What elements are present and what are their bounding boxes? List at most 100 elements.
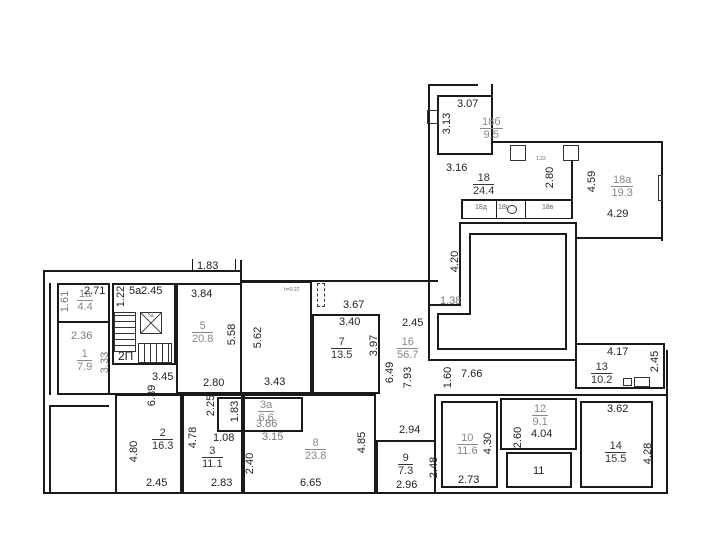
tick-6-top-r	[235, 259, 236, 271]
dim-8-w2: 6.65	[300, 477, 322, 489]
courtyard-inner-top	[469, 233, 567, 235]
dim-7-w2: 3.40	[339, 316, 361, 328]
dim-9-w2: 2.96	[396, 479, 418, 491]
room-id-11: 11	[533, 465, 545, 477]
dim-5a-w: 2.45	[141, 285, 163, 297]
room-3	[182, 394, 243, 494]
note-h: h=0.22	[284, 287, 300, 293]
room-5a-stair	[112, 283, 176, 365]
room-id-5a: 5a	[129, 285, 142, 297]
fixture-13b	[634, 377, 650, 387]
room-6	[240, 281, 312, 394]
room-18b	[437, 95, 493, 155]
outer-wall-right	[666, 350, 668, 494]
column-2	[563, 145, 579, 161]
outer-wall-top-left	[43, 270, 240, 272]
dim-8-w1: 3.15	[262, 431, 284, 443]
wall-5-6-top	[240, 260, 242, 282]
courtyard-inner-bottom	[437, 348, 567, 350]
duct-6	[317, 283, 325, 307]
wall-18-18a	[571, 160, 573, 208]
dim-10-w: 2.73	[458, 474, 480, 486]
courtyard-outer-left2	[428, 304, 430, 361]
courtyard-inner-step	[437, 313, 471, 315]
tick-6-top-l	[192, 259, 193, 271]
dim-3-w2: 2.83	[211, 477, 233, 489]
dim-3-h2: 2.25	[205, 394, 218, 417]
dim-16-a: 2.45	[402, 317, 424, 329]
courtyard-outer-step	[428, 304, 461, 306]
dim-1a-h: 1.61	[59, 290, 72, 313]
elevator-label: 5a	[148, 313, 154, 319]
room-3a	[217, 397, 303, 432]
dim-16-g: 1.38	[440, 295, 462, 307]
dim-1-h: 3.33	[99, 351, 112, 374]
room-12	[500, 398, 577, 450]
room-18g: 18г	[498, 204, 509, 211]
dim-16-b: 6.49	[384, 361, 397, 384]
wall-18g-18v	[525, 199, 526, 219]
window-18b	[427, 110, 439, 124]
wall-16-right-upper	[428, 282, 430, 304]
wall-18d-18g	[496, 199, 497, 219]
courtyard-inner-left2	[437, 313, 439, 350]
dim-16-f: 4.20	[449, 250, 462, 273]
wall-corridor-bottom	[434, 394, 666, 396]
room-18d: 18д	[475, 204, 487, 211]
dim-18-w: 3.16	[446, 162, 468, 174]
wall-18a-bottom	[577, 237, 663, 239]
dim-1-w: 2.36	[71, 330, 93, 342]
dim-1a-w: 2.71	[84, 285, 106, 297]
wall-left-lower	[49, 405, 51, 492]
dim-8-h2: 4.85	[356, 431, 369, 454]
courtyard-outer-left	[459, 222, 461, 306]
dim-2-h2: 4.80	[128, 440, 141, 463]
courtyard-inner-right	[565, 233, 567, 350]
dim-9-w1: 2.94	[399, 424, 421, 436]
room-8	[243, 394, 376, 494]
dim-18a-w: 4.29	[607, 208, 629, 220]
dim-5a-h: 1.22	[115, 285, 128, 308]
dim-5-w2: 2.80	[203, 377, 225, 389]
dim-18-mid: 1.22	[536, 156, 546, 162]
dim-14-w: 3.62	[607, 403, 629, 415]
dim-3a-w: 3.86	[256, 418, 278, 430]
dim-13-w: 4.17	[607, 346, 629, 358]
dim-14-h: 4.28	[642, 442, 655, 465]
dim-5-w3: 3.45	[152, 371, 174, 383]
outer-wall-left-inner	[49, 283, 51, 395]
room-11	[506, 452, 572, 488]
dim-6-top: 1.83	[197, 260, 219, 272]
dim-18-h: 2.80	[544, 166, 557, 189]
wall-corridor-left	[434, 394, 436, 440]
dim-5-w: 3.84	[191, 288, 213, 300]
courtyard-inner-left	[469, 233, 471, 315]
outer-wall-left	[43, 270, 45, 492]
dim-18b-w: 3.07	[457, 98, 479, 110]
dim-9-h: 2.48	[428, 456, 441, 479]
wall-stair-bottom	[110, 393, 243, 395]
dim-12-h: 2.60	[512, 426, 525, 449]
dim-6-w: 3.43	[264, 376, 286, 388]
toilet-icon	[507, 205, 517, 214]
dim-2-w: 2.45	[146, 477, 168, 489]
room-id-2p: 2П	[118, 349, 134, 363]
dim-3-h1: 4.78	[187, 426, 200, 449]
room-14	[580, 401, 653, 488]
fixture-13a	[623, 378, 632, 386]
dim-3a-h: 1.83	[229, 400, 242, 423]
outer-wall-tower-left	[428, 84, 430, 284]
